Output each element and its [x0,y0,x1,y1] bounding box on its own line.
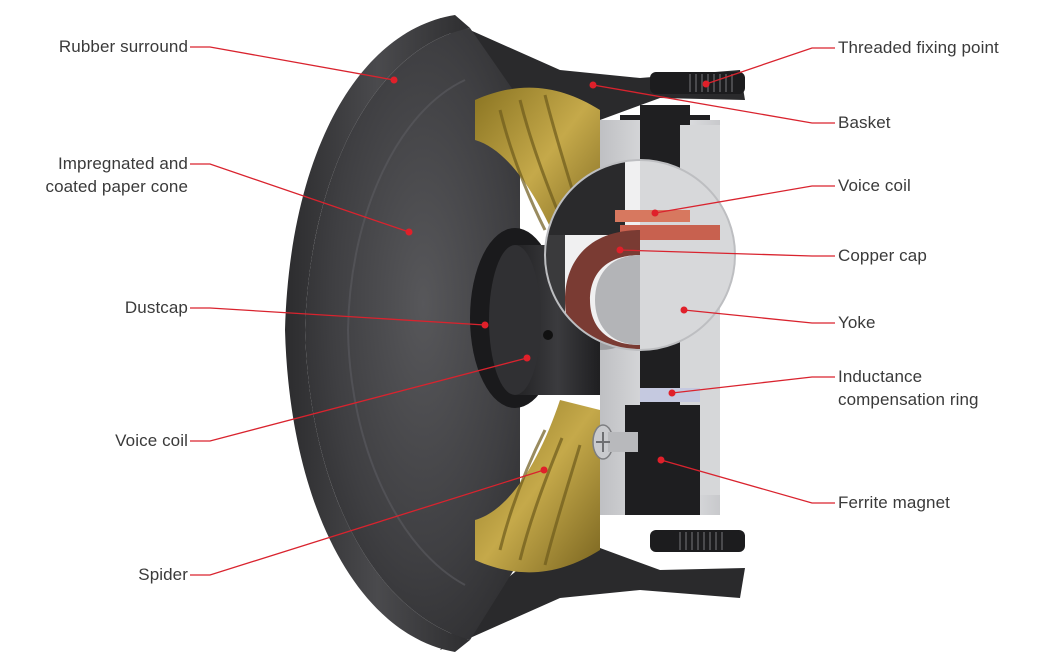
leader-threaded-fixing [705,47,835,85]
label-rubber-surround: Rubber surround [58,37,188,56]
leader-dots [390,76,710,474]
leader-spider [190,469,545,576]
label-voice-coil-right: Voice coil [838,176,911,195]
label-basket: Basket [838,113,891,132]
label-voice-coil-left: Voice coil [115,431,188,450]
threaded-fixing-point-bottom [650,530,745,552]
label-cone-line1: Impregnated and [57,154,188,173]
basket-shape [440,18,745,140]
cone-shape [305,28,520,640]
leader-cone [190,163,410,233]
label-threaded-fixing-point: Threaded fixing point [838,38,999,57]
rubber-surround-shape [285,15,470,652]
leader-lines [190,46,835,576]
label-copper-cap: Copper cap [838,246,927,265]
leader-voice-coil-right [654,185,835,214]
label-ferrite-magnet: Ferrite magnet [838,493,950,512]
label-inductance-line2: compensation ring [838,390,979,409]
leader-dustcap [190,307,486,326]
leader-yoke [683,309,835,324]
threaded-fixing-point-top [650,72,745,94]
label-spider: Spider [138,565,188,584]
leader-rubber-surround [190,46,395,81]
leader-copper-cap [619,249,835,257]
label-cone-line2: coated paper cone [45,177,188,196]
label-dustcap: Dustcap [124,298,188,317]
leader-basket [592,84,835,124]
leader-inductance [671,376,835,394]
leader-voice-coil-left [190,357,528,442]
label-yoke: Yoke [838,313,876,332]
speaker-illustration [285,15,745,652]
label-inductance-line1: Inductance [838,367,923,386]
leader-ferrite [660,459,835,504]
